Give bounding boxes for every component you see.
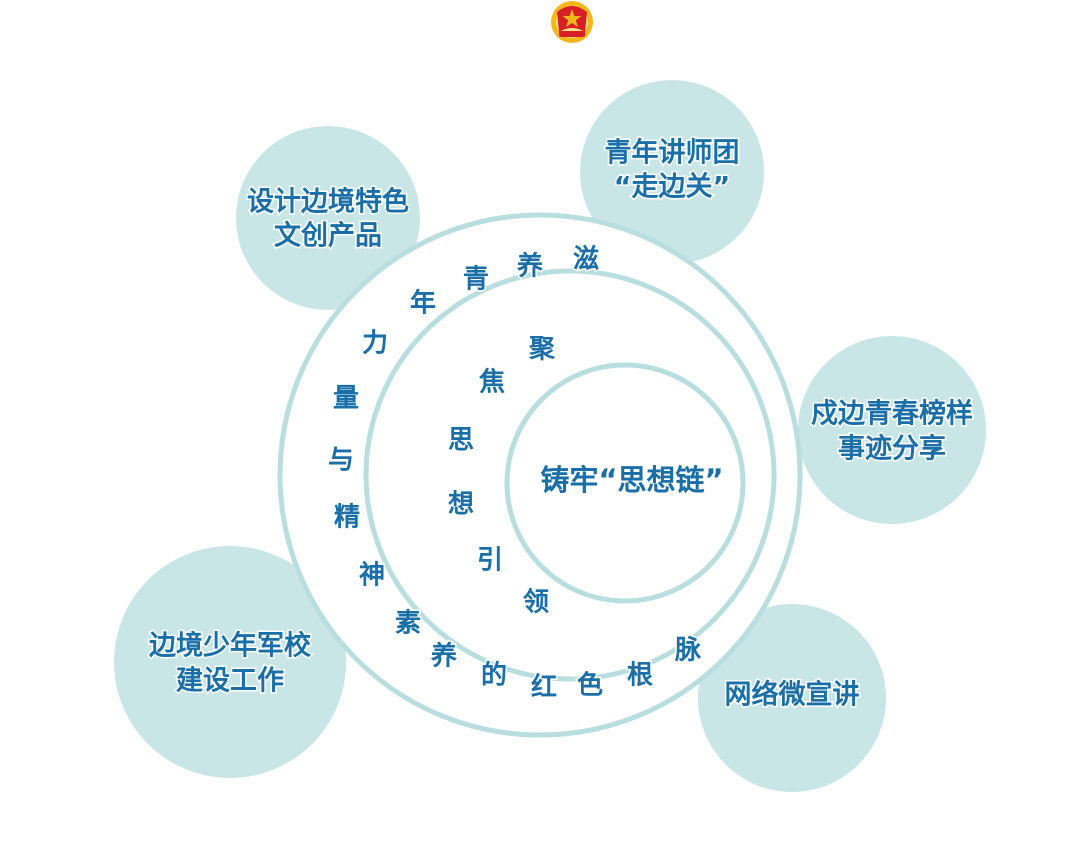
bubble-youth-lecturers-line-2: “走边关” xyxy=(614,172,731,203)
outer-ring-char: 量 xyxy=(333,384,359,414)
middle-ring-char: 焦 xyxy=(479,367,505,398)
bubble-online-lecture xyxy=(698,604,886,792)
middle-ring-char: 想 xyxy=(448,490,474,520)
bubble-design-products xyxy=(236,126,420,310)
concentric-rings xyxy=(277,212,803,738)
bubble-youth-lecturers-line-1: 青年讲师团 xyxy=(605,137,740,169)
middle-ring-char: 领 xyxy=(523,587,549,618)
outer-ring-char: 与 xyxy=(328,446,354,476)
outer-ring-char: 养 xyxy=(516,251,543,282)
middle-ring-char: 思 xyxy=(448,426,474,456)
outer-ring-char: 素 xyxy=(395,609,421,639)
bubble-design-products-line-2: 文创产品 xyxy=(274,220,382,252)
bubble-online-lecture-line-1: 网络微宣讲 xyxy=(725,679,860,711)
outer-ring-char: 神 xyxy=(359,561,385,591)
bubble-military-school-line-1: 边境少年军校 xyxy=(149,630,311,662)
bubble-youth-lecturers xyxy=(580,80,764,264)
outer-ring-chars: 滋 养 青 年 力 量 与 精 神 素 养 的 红 色 根 脉 xyxy=(326,242,703,704)
center-label: 铸牢“思想链” xyxy=(540,463,723,497)
middle-ring-char: 聚 xyxy=(528,335,556,365)
outer-ring-char: 脉 xyxy=(675,636,702,666)
outer-ring-char: 青 xyxy=(463,265,489,295)
bubble-design-products-line-1: 设计边境特色 xyxy=(247,186,409,218)
bubble-role-model-sharing-line-2: 事迹分享 xyxy=(838,433,946,465)
middle-ring-chars: 聚 焦 思 想 引 领 xyxy=(446,333,557,619)
outer-ring-char: 精 xyxy=(334,503,360,533)
inner-ring xyxy=(504,362,746,604)
satellite-bubbles xyxy=(114,80,986,792)
outer-ring-char: 红 xyxy=(531,672,557,703)
bubble-labels: 设计边境特色 文创产品 青年讲师团 “走边关” 戍边青春榜样 事迹分享 网络微宣… xyxy=(148,135,975,712)
youth-league-emblem-icon xyxy=(551,1,593,43)
outer-ring-char: 根 xyxy=(627,661,653,691)
bubble-role-model-sharing xyxy=(798,336,986,524)
outer-ring-char: 色 xyxy=(577,670,603,701)
outer-ring-char: 滋 xyxy=(573,244,599,275)
outer-ring-char: 力 xyxy=(362,329,388,359)
outer-ring-char: 年 xyxy=(410,288,436,319)
bubble-military-school-line-2: 建设工作 xyxy=(176,666,284,697)
outer-ring-char: 养 xyxy=(430,641,457,672)
outer-ring-char: 的 xyxy=(481,660,507,691)
bubble-role-model-sharing-line-1: 戍边青春榜样 xyxy=(811,398,973,430)
middle-ring-char: 引 xyxy=(477,546,503,576)
bubble-military-school xyxy=(114,546,346,778)
